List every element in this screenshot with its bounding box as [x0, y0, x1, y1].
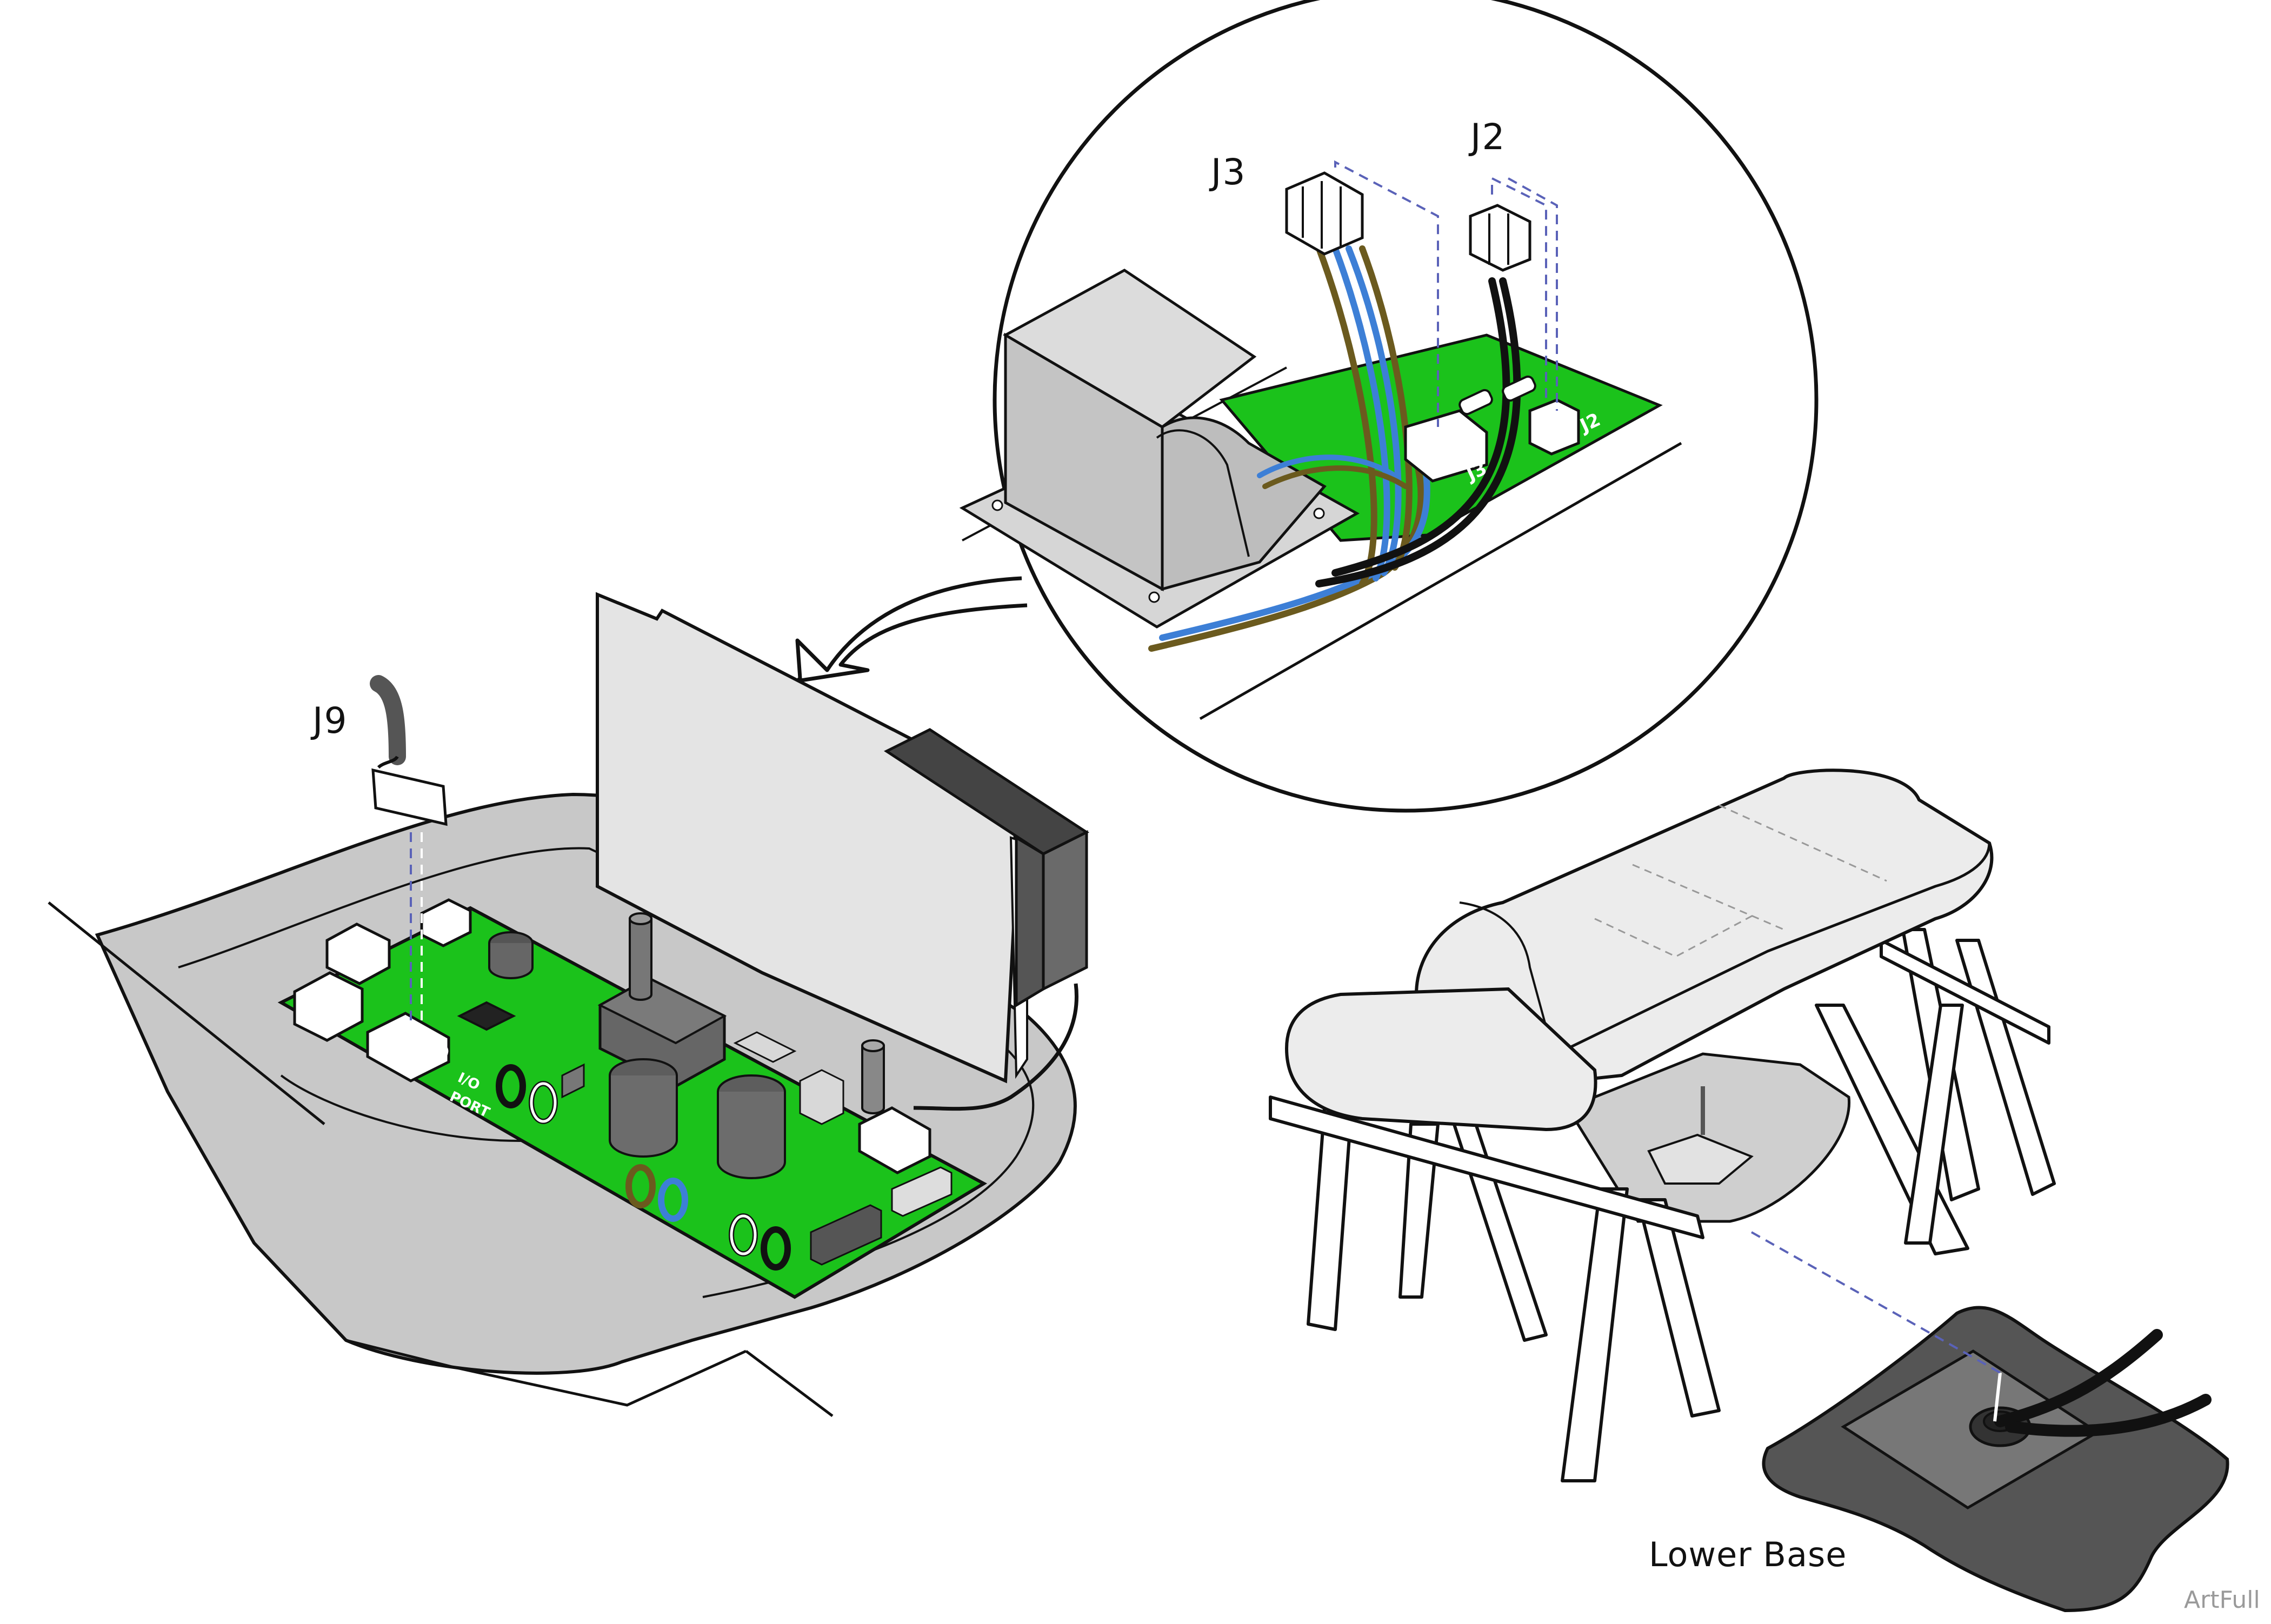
j2-header: [1458, 375, 1580, 456]
main-transformer: [883, 728, 1090, 1111]
j3-callout: J3: [1211, 151, 1247, 193]
j9-callout: J9: [312, 700, 348, 741]
j2-plug: [1469, 204, 1531, 272]
table-on-sawhorses: [1269, 768, 2056, 1482]
j3-plug: [1285, 171, 1364, 256]
detail-table-edge: [1199, 442, 1682, 720]
lower-base-caption: Lower Base: [1649, 1535, 1847, 1574]
j2-callout: J2: [1470, 116, 1506, 158]
lower-base: [1762, 1306, 2229, 1613]
detail-transformer: [959, 269, 1360, 629]
j9-header: [366, 1012, 450, 1082]
board-connectors: [293, 898, 931, 1174]
art-credit: ArtFull: [2184, 1586, 2260, 1614]
j9-plug: [371, 768, 448, 826]
detail-magnifier: J3 J2: [795, 0, 1819, 813]
j3-header: [1404, 409, 1488, 483]
pointer-arrow: [795, 576, 1028, 683]
board-components: [457, 912, 953, 1271]
detail-dashed-guides: [1334, 160, 1558, 427]
j9-plug-assembly: [370, 675, 448, 1027]
